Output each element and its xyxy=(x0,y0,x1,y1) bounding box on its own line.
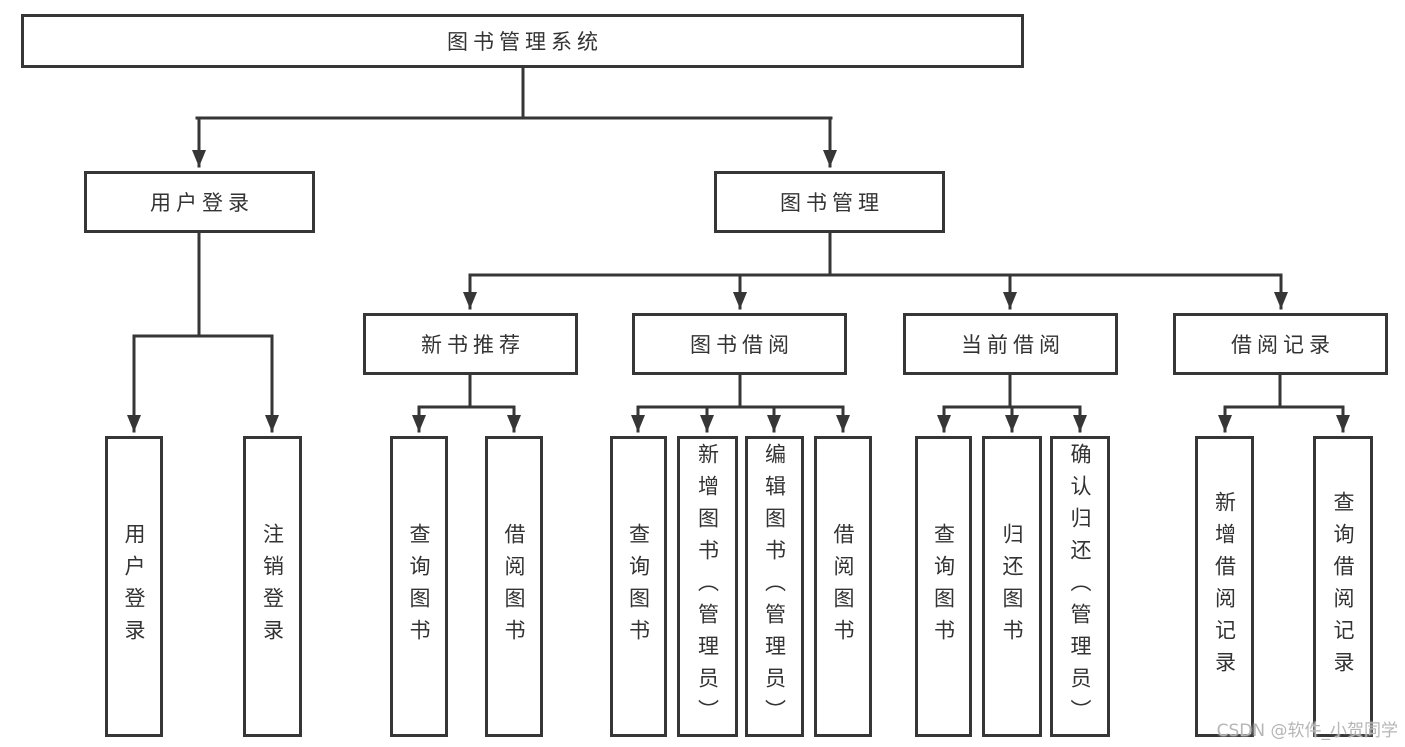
leaf-query-books-current: 查询图书 xyxy=(915,436,972,737)
leaf-label: 借阅图书 xyxy=(502,522,527,651)
node-user-login: 用户登录 xyxy=(84,171,315,233)
node-borrow-records: 借阅记录 xyxy=(1173,313,1388,375)
leaf-borrow-books-2: 借阅图书 xyxy=(814,436,872,737)
leaf-label: 借阅图书 xyxy=(831,522,856,651)
leaf-label: 确认归还（管理员） xyxy=(1068,442,1093,731)
leaf-user-login: 用户登录 xyxy=(105,436,163,737)
node-book-management: 图书管理 xyxy=(714,171,945,233)
csdn-watermark: CSDN @软件_小贺同学 xyxy=(1216,721,1398,741)
leaf-label: 归还图书 xyxy=(1000,522,1025,651)
leaf-query-books-recommend: 查询图书 xyxy=(390,436,448,737)
node-current-borrow: 当前借阅 xyxy=(903,313,1118,375)
leaf-add-book-admin: 新增图书（管理员） xyxy=(677,436,738,737)
leaf-return-book: 归还图书 xyxy=(982,436,1042,737)
node-root-library-management-system: 图书管理系统 xyxy=(21,14,1024,68)
leaf-label: 查询图书 xyxy=(931,522,956,651)
leaf-label: 注销登录 xyxy=(260,522,285,651)
leaf-label: 新增图书（管理员） xyxy=(695,442,720,731)
leaf-label: 新增借阅记录 xyxy=(1212,490,1237,683)
leaf-label: 编辑图书（管理员） xyxy=(762,442,787,731)
leaf-label: 用户登录 xyxy=(122,522,147,651)
leaf-label: 查询借阅记录 xyxy=(1331,490,1356,683)
leaf-query-books-borrow: 查询图书 xyxy=(610,436,667,737)
leaf-label: 查询图书 xyxy=(407,522,432,651)
leaf-query-borrow-record: 查询借阅记录 xyxy=(1313,436,1373,737)
leaf-edit-book-admin: 编辑图书（管理员） xyxy=(745,436,804,737)
leaf-confirm-return-admin: 确认归还（管理员） xyxy=(1050,436,1110,737)
leaf-borrow-books-recommend: 借阅图书 xyxy=(485,436,543,737)
leaf-label: 查询图书 xyxy=(626,522,651,651)
node-book-borrow: 图书借阅 xyxy=(632,313,847,375)
node-new-book-recommend: 新书推荐 xyxy=(363,313,578,375)
leaf-logout: 注销登录 xyxy=(243,436,302,737)
leaf-add-borrow-record: 新增借阅记录 xyxy=(1195,436,1254,737)
